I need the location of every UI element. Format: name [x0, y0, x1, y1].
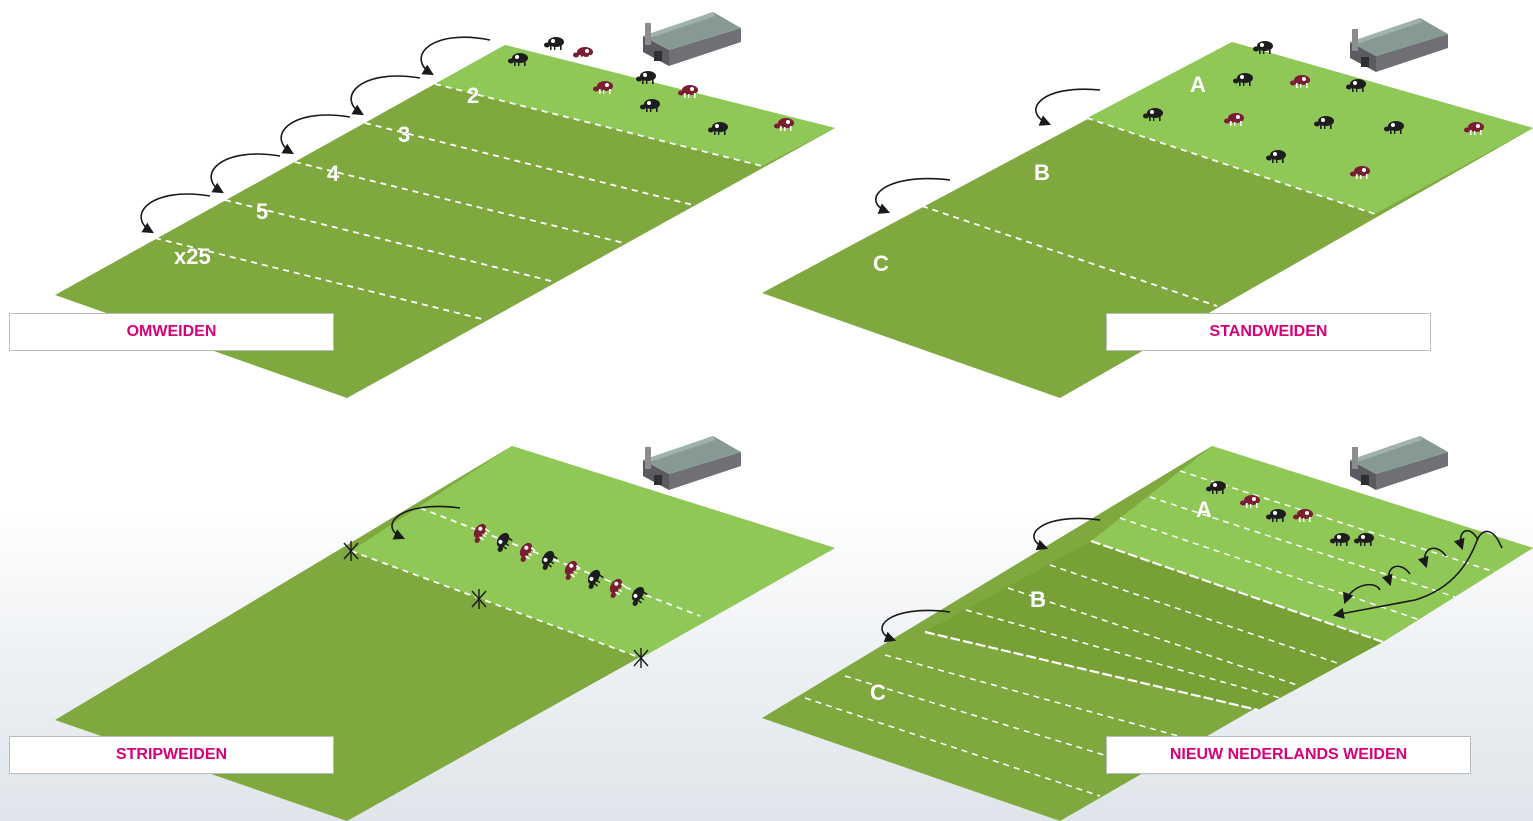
barn-icon: [1350, 436, 1448, 490]
cow-icon: [544, 37, 564, 50]
cow-icon: [573, 47, 593, 60]
plot-label: B: [1034, 160, 1050, 185]
panel-title-standweiden: STANDWEIDEN: [1106, 313, 1431, 351]
barn-icon: [643, 12, 741, 66]
panel-title-stripweiden: STRIPWEIDEN: [9, 736, 334, 774]
plot-label: 3: [398, 122, 410, 147]
plot-label: C: [873, 251, 889, 276]
panel-title-nieuw-nederlands-weiden: NIEUW NEDERLANDS WEIDEN: [1106, 736, 1471, 774]
plot-label: A: [1196, 497, 1212, 522]
panel-title-omweiden: OMWEIDEN: [9, 313, 334, 351]
plot-label: 5: [256, 199, 268, 224]
plot-label: x25: [174, 244, 211, 269]
plot-label: C: [870, 680, 886, 705]
barn-icon: [1350, 18, 1448, 72]
plot-label: 4: [327, 161, 340, 186]
plot-label: B: [1030, 587, 1046, 612]
plot-label: 2: [467, 83, 479, 108]
barn-icon: [643, 436, 741, 490]
plot-label: A: [1190, 72, 1206, 97]
